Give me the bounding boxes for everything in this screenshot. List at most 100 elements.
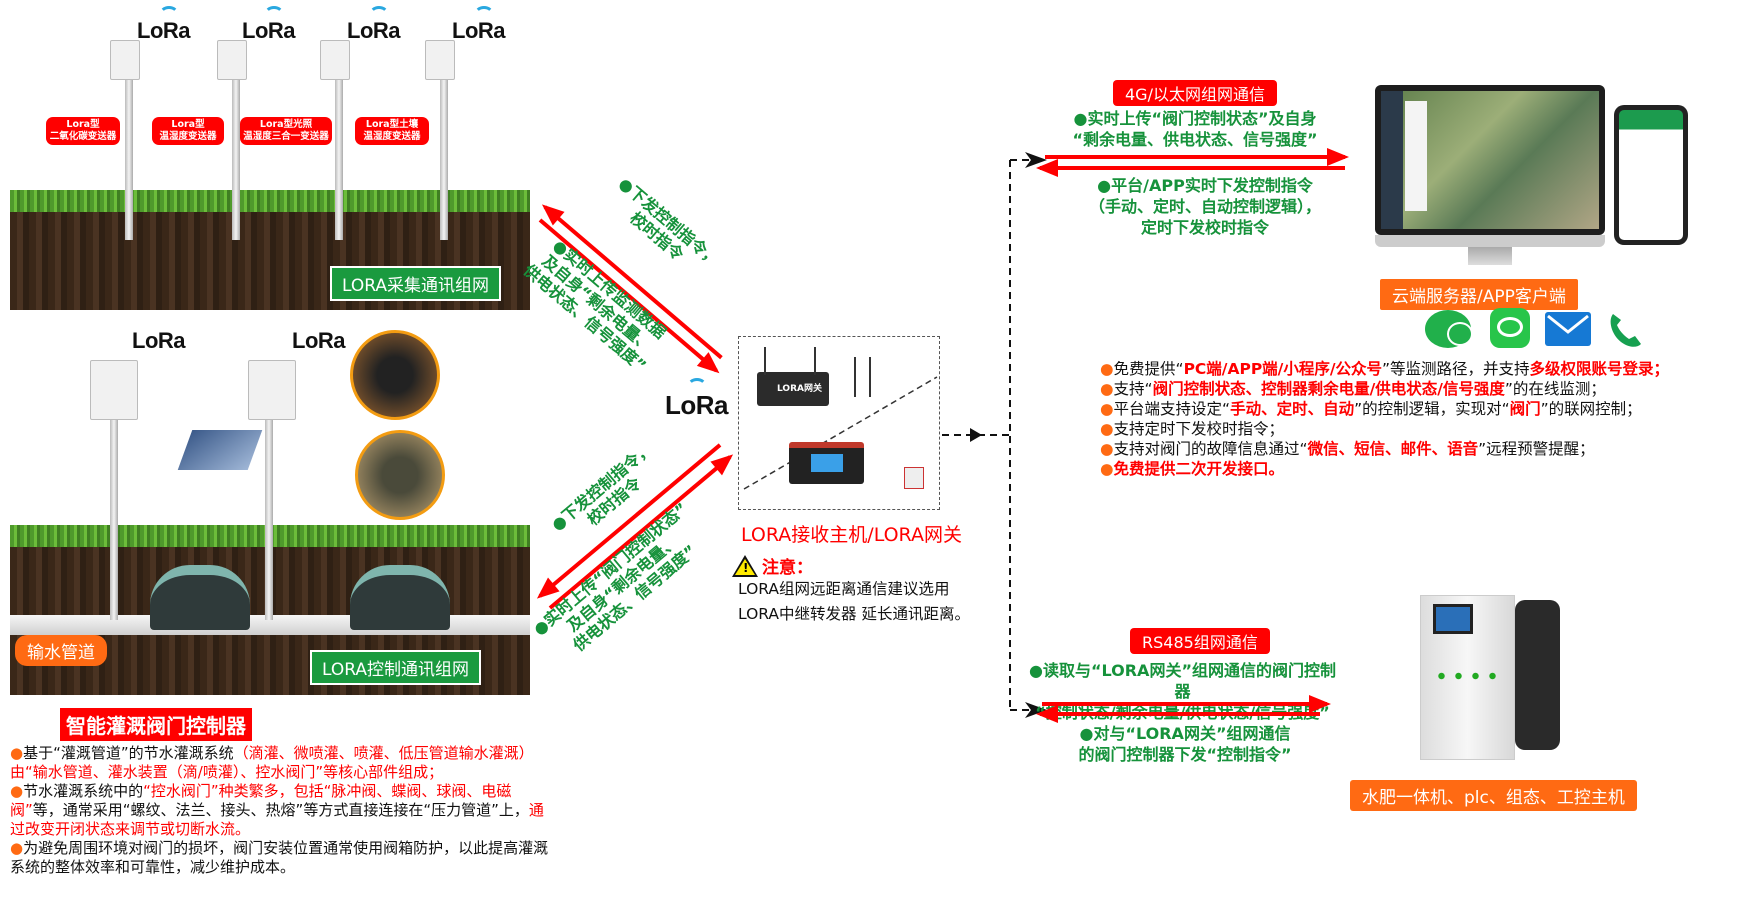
feature-item: ●免费提供二次开发接口。 [1100,460,1285,478]
sensor-device [110,40,140,80]
control-network-caption: LORA控制通讯组网 [310,650,481,685]
text-segment: 支持定时下发校时指令； [1113,420,1285,438]
text-segment: 节水灌溉系统中的 [23,782,144,800]
monitor-base [1375,235,1605,247]
rs485-endpoint-label: 水肥一体机、plc、组态、工控主机 [1350,780,1637,811]
sensor-device [425,40,455,80]
sensor-label-temp-humidity: Lora型温湿度变送器 [152,117,224,145]
branch-connector [942,159,1030,711]
text-segment: 基于“灌溉管道”的节水灌溉系统 [23,744,234,762]
phone-screen [1614,105,1688,245]
text-segment: 免费提供“ [1113,360,1184,378]
lora-logo: LoRa [452,6,506,43]
lora-logo: LoRa [132,330,186,353]
highlighted-text: （滴灌、微喷灌、喷灌、低压管道输水灌溉）由“输水管道、灌水装置（滴/喷灌）、控水… [10,744,534,781]
gateway-device: LORA网关 [757,372,829,406]
lora-logo: LoRa [242,6,296,43]
sensor-label-co2: Lora型二氧化碳变送器 [46,117,120,145]
rs485-downlink-text: ●对与“LORA网关”组网通信的阀门控制器下发“控制指令” [1078,724,1292,764]
lora-logo: LoRa [347,6,401,43]
cloud-uplink-text: ●实时上传“阀门控制状态”及自身“剩余电量、供电状态、信号强度” [1072,109,1318,149]
controller-device [248,360,296,420]
mail-icon [1545,312,1591,346]
warning-icon: ! [732,554,758,577]
sensor-network-photo: LoRa LoRa LoRa LoRa Lora型二氧化碳变送器 Lora型温湿… [10,0,530,310]
antenna [814,347,816,375]
controller-device [90,360,138,420]
fertigation-machine [1420,595,1515,760]
feature-item: ●支持定时下发校时指令； [1100,420,1285,438]
controller-pole [265,360,273,620]
feature-item: ●免费提供“PC端/APP端/小程序/公众号”等监测路径，并支持多级权限账号登录… [1100,360,1670,378]
cloud-endpoint-label: 云端服务器/APP客户端 [1380,279,1578,310]
controller-bullet: ●为避免周围环境对阀门的损坏，阀门安装位置通常使用阀箱防护，以此提高灌溉系统的整… [10,839,549,876]
sensor-label-soil: Lora型土壤温湿度变送器 [355,117,429,145]
text-segment: ”的在线监测； [1504,380,1606,398]
cloud-uplink-arrow [1045,148,1349,166]
4g-ethernet-badge: 4G/以太网组网通信 [1113,80,1277,106]
controller-bullet: ●节水灌溉系统中的“控水阀门”种类繁多，包括“脉冲阀、蝶阀、球阀、电磁阀”等，通… [10,782,544,838]
text-segment: 平台端支持设定“ [1113,400,1231,418]
sensor-pole [440,40,448,240]
upper-downlink-text: ●下发控制指令，校时指令 [615,173,724,270]
antenna [764,347,766,375]
sensor-pole [335,40,343,240]
sensor-pole [125,40,133,240]
cloud-downlink-text: ●平台/APP实时下发控制指令（手动、定时、自动控制逻辑），定时下发校时指令 [1088,176,1321,237]
highlighted-text: 通过改变开闭状态来调节或切断水流。 [10,801,544,838]
text-segment: ”远程预警提醒； [1478,440,1595,458]
relay-device [789,442,864,484]
highlighted-text: 阀门控制状态、控制器剩余电量/供电状态/信号强度 [1152,380,1505,398]
antenna [869,357,871,397]
notice-header: ! 注意： [732,553,813,578]
feature-item: ●平台端支持设定“手动、定时、自动”的控制逻辑，实现对“阀门”的联网控制； [1100,400,1642,418]
collection-network-caption: LORA采集通讯组网 [330,266,501,301]
sensor-device [320,40,350,80]
controller-title: 智能灌溉阀门控制器 [60,708,252,741]
cloud-downlink-arrow [1036,159,1345,177]
highlighted-text: 手动、定时、自动 [1230,400,1355,418]
highlighted-text: PC端/APP端/小程序/公众号 [1183,360,1382,378]
sensor-label-light: Lora型光照温湿度三合一变送器 [240,117,332,145]
antenna [854,357,856,397]
rs485-uplink-arrow [1042,695,1331,713]
sensor-pole [232,40,240,240]
valve-box-photo [355,430,445,520]
text-segment: 支持对阀门的故障信息通过“ [1113,440,1308,458]
monitor-screen [1375,85,1605,235]
control-network-photo: LoRa LoRa 输水管道 LORA控制通讯组网 [10,330,530,695]
feature-item: ●支持对阀门的故障信息通过“微信、短信、邮件、语音”远程预警提醒； [1100,440,1595,458]
lora-logo: LoRa [292,330,346,353]
valve-box [150,565,250,630]
rs485-badge: RS485组网通信 [1130,628,1270,654]
gateway-divider [743,376,938,490]
pump [1515,600,1560,750]
highlighted-text: 微信、短信、邮件、语音 [1307,440,1479,458]
solar-panel [177,430,263,470]
controller-pole [110,360,118,620]
valve-box [350,565,450,630]
controller-bullet: ●基于“灌溉管道”的节水灌溉系统（滴灌、微喷灌、喷灌、低压管道输水灌溉）由“输水… [10,744,534,781]
highlighted-text: 多级权限账号登录； [1529,360,1670,378]
notice-label: 注意： [762,558,813,578]
gateway-title: LORA接收主机/LORA网关 [741,524,962,546]
lora-logo: LoRa [665,378,729,420]
message-icon [1490,308,1530,348]
pipe-label: 输水管道 [15,635,107,666]
gateway-device-frame: LORA网关 [738,336,940,510]
text-segment: 为避免周围环境对阀门的损坏，阀门安装位置通常使用阀箱防护，以此提高灌溉系统的整体… [10,839,549,876]
controller-bullets: ●基于“灌溉管道”的节水灌溉系统（滴灌、微喷灌、喷灌、低压管道输水灌溉）由“输水… [10,744,550,877]
text-segment: ”的控制逻辑，实现对“ [1354,400,1510,418]
feature-item: ●支持“阀门控制状态、控制器剩余电量/供电状态/信号强度”的在线监测； [1100,380,1606,398]
valve-photo [350,330,440,420]
sensor-device [217,40,247,80]
valve-controller [904,467,924,489]
phone-icon [1605,310,1645,350]
lora-logo: LoRa [137,6,191,43]
highlighted-text: “控水阀门”种类繁多，包括“脉冲阀、蝶阀、球阀、电磁阀” [10,782,512,819]
highlighted-text: 阀门 [1509,400,1541,418]
wechat-icon [1425,310,1473,348]
text-segment: ”的联网控制； [1540,400,1642,418]
text-segment: 等，通常采用“螺纹、法兰、接头、热熔”等方式直接连接在“压力管道”上， [32,801,529,819]
